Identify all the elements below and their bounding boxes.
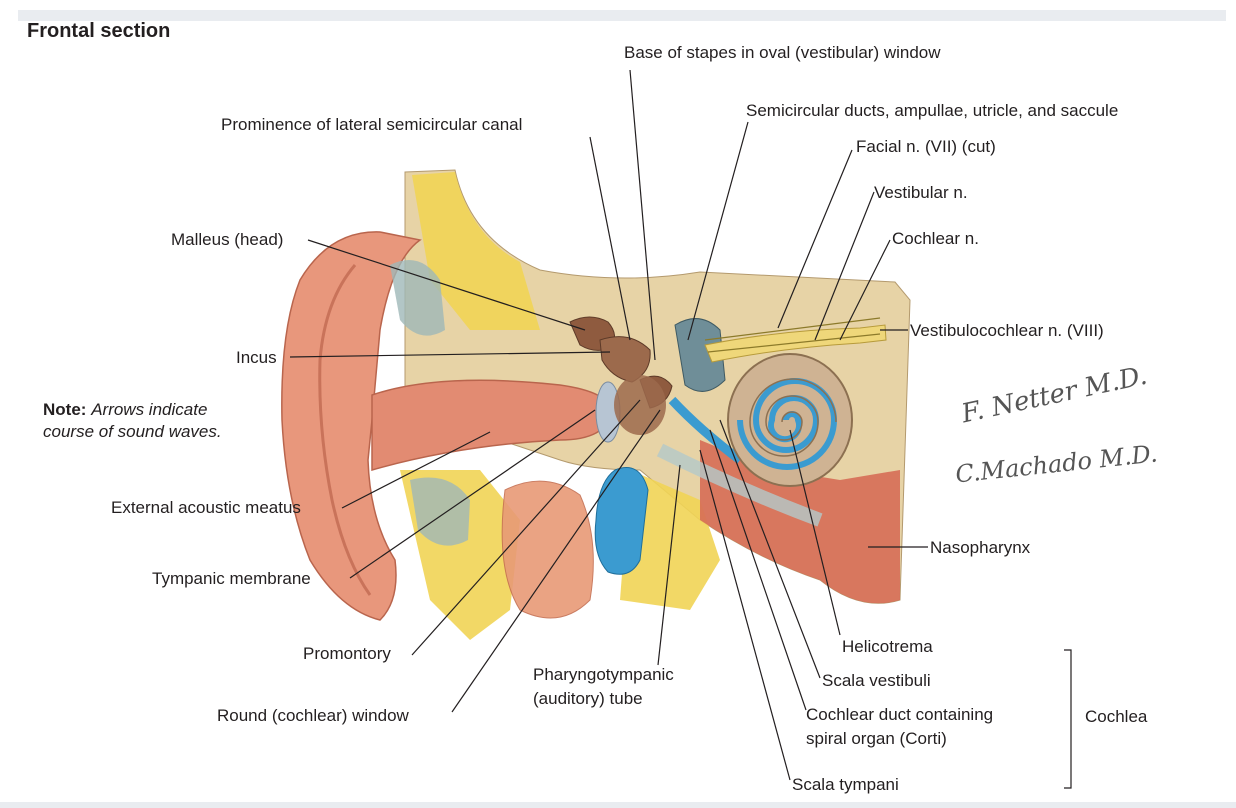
label-pharyngotympanic-line1: Pharyngotympanic — [533, 665, 674, 684]
note-text: Note: Arrows indicate course of sound wa… — [43, 399, 222, 443]
label-cochlear-duct-line1: Cochlear duct containing — [806, 705, 994, 724]
label-cochlear-nerve: Cochlear n. — [892, 229, 979, 248]
label-helicotrema: Helicotrema — [842, 637, 933, 656]
top-border — [18, 10, 1226, 21]
label-base-of-stapes: Base of stapes in oval (vestibular) wind… — [624, 43, 941, 62]
leader-lines — [289, 69, 1072, 789]
bottom-border — [0, 802, 1236, 808]
label-malleus: Malleus (head) — [171, 230, 284, 249]
incus-shape — [599, 336, 651, 383]
label-cochlear-duct-line2: spiral organ (Corti) — [806, 729, 947, 748]
muscle-band — [700, 440, 900, 604]
label-round-window: Round (cochlear) window — [217, 706, 409, 725]
cochlea-shape — [727, 353, 853, 487]
figure-title: Frontal section — [27, 20, 171, 42]
label-facial-nerve: Facial n. (VII) (cut) — [856, 137, 996, 156]
note-bold: Note: — [43, 400, 87, 419]
label-tympanic-membrane: Tympanic membrane — [152, 569, 311, 588]
auricle-fold — [318, 264, 372, 596]
label-scala-tympani: Scala tympani — [792, 775, 899, 794]
label-incus: Incus — [236, 348, 277, 367]
pharyngotympanic-tube-shape — [594, 467, 649, 575]
vestibulocochlear-nerve — [704, 324, 887, 363]
label-prominence-lateral-canal: Prominence of lateral semicircular canal — [221, 115, 523, 134]
label-pharyngotympanic-line2: (auditory) tube — [533, 689, 643, 708]
note-line1: Arrows indicate — [91, 400, 208, 419]
vestibule — [674, 318, 726, 392]
label-cochlea: Cochlea — [1085, 707, 1148, 726]
label-promontory: Promontory — [303, 644, 391, 663]
auricle — [281, 231, 422, 621]
label-vestibulocochlear-nerve: Vestibulocochlear n. (VIII) — [910, 321, 1104, 340]
upper-fat — [412, 172, 540, 330]
label-semicircular-ducts: Semicircular ducts, ampullae, utricle, a… — [746, 101, 1119, 120]
note-line2: course of sound waves. — [43, 422, 222, 441]
middle-ear-cavity — [614, 375, 666, 435]
label-external-acoustic-meatus: External acoustic meatus — [111, 498, 301, 517]
label-scala-vestibuli: Scala vestibuli — [822, 671, 931, 690]
label-nasopharynx: Nasopharynx — [930, 538, 1031, 557]
label-vestibular-nerve: Vestibular n. — [874, 183, 968, 202]
